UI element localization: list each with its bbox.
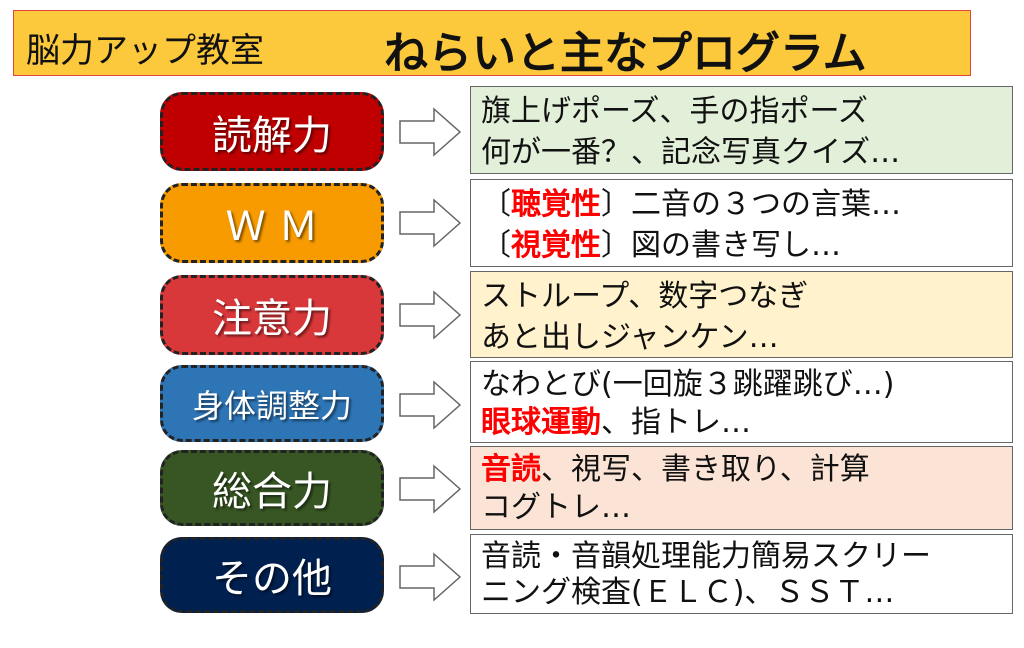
arrow-right-icon <box>399 290 462 340</box>
program-line: 眼球運動、指トレ… <box>481 405 751 440</box>
category-attention: 注意力 <box>160 275 384 355</box>
program-line: なわとび(一回旋３跳躍跳び…) <box>481 367 895 402</box>
arrow-right-icon <box>399 464 462 514</box>
program-line: ストループ、数字つなぎ <box>481 279 809 314</box>
title-banner: 脳力アップ教室 ねらいと主なプログラム <box>13 10 971 79</box>
program-line: 〔聴覚性〕二音の３つの言葉… <box>481 187 901 222</box>
category-reading: 読解力 <box>160 92 384 171</box>
program-box-reading: 旗上げポーズ、手の指ポーズ 何が一番？、記念写真クイズ… <box>470 86 1013 174</box>
program-line: 音読・音韻処理能力簡易スクリー <box>481 539 931 574</box>
program-box-attention: ストループ、数字つなぎ あと出しジャンケン… <box>470 271 1013 358</box>
program-box-comprehensive: 音読、視写、書き取り、計算 コグトレ… <box>470 446 1013 530</box>
program-line: 〔視覚性〕図の書き写し… <box>481 228 841 263</box>
program-line: コグトレ… <box>481 490 631 525</box>
category-comprehensive: 総合力 <box>160 450 384 526</box>
arrow-right-icon <box>399 107 462 157</box>
program-box-working-memory: 〔聴覚性〕二音の３つの言葉… 〔視覚性〕図の書き写し… <box>470 179 1013 267</box>
title-main: ねらいと主なプログラム <box>384 28 867 79</box>
program-line: 旗上げポーズ、手の指ポーズ <box>481 94 868 129</box>
category-working-memory: Ｗ Ｍ <box>160 183 384 263</box>
program-line: 何が一番？、記念写真クイズ… <box>481 135 901 170</box>
program-line: ニング検査(ＥＬＣ)、ＳＳＴ… <box>481 575 895 610</box>
program-line: あと出しジャンケン… <box>481 320 779 355</box>
arrow-right-icon <box>399 552 462 602</box>
title-classroom: 脳力アップ教室 <box>26 31 264 71</box>
arrow-right-icon <box>399 198 462 248</box>
arrow-right-icon <box>399 380 462 430</box>
program-line: 音読、視写、書き取り、計算 <box>481 452 870 487</box>
category-other: その他 <box>160 537 384 613</box>
category-body-coordination: 身体調整力 <box>160 365 384 442</box>
program-box-other: 音読・音韻処理能力簡易スクリー ニング検査(ＥＬＣ)、ＳＳＴ… <box>470 534 1013 614</box>
program-box-body-coordination: なわとび(一回旋３跳躍跳び…) 眼球運動、指トレ… <box>470 361 1013 443</box>
